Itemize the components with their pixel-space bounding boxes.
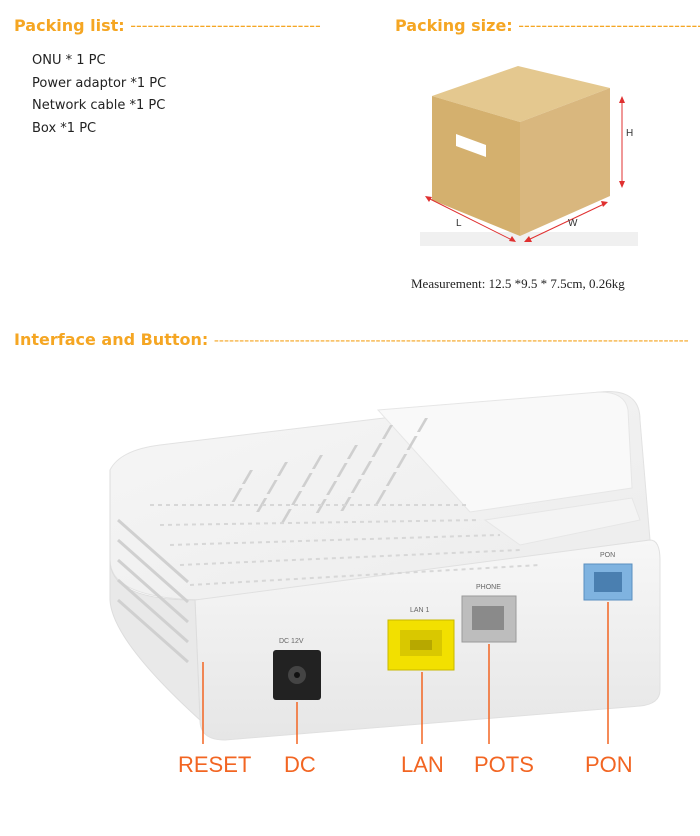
list-item: Box *1 PC (32, 120, 97, 136)
interface-heading: Interface and Button: ------------------… (14, 330, 689, 349)
label-leader-lines (202, 602, 609, 744)
lan-label: LAN (401, 752, 444, 777)
width-label: W (568, 218, 578, 229)
packing-list-title: Packing list: (14, 16, 125, 35)
device-left-side (109, 470, 201, 722)
lan-port-text: LAN 1 (410, 607, 430, 614)
phone-port-text: PHONE (476, 584, 501, 591)
dash-separator: --------------------------------- (518, 16, 700, 35)
dc-port-text: DC 12V (279, 638, 304, 645)
list-item: Power adaptor *1 PC (32, 75, 167, 91)
top-panel (376, 391, 633, 513)
packing-list-heading: Packing list: --------------------------… (14, 16, 321, 35)
top-vents (231, 418, 428, 523)
measurement-text: Measurement: 12.5 *9.5 * 7.5cm, 0.26kg (411, 276, 625, 291)
packing-size-heading: Packing size: --------------------------… (395, 16, 700, 35)
packing-size-title: Packing size: (395, 16, 513, 35)
list-item: Network cable *1 PC (32, 98, 166, 113)
pon-port-text: PON (600, 552, 616, 559)
reset-label: RESET (178, 752, 252, 777)
interface-title: Interface and Button: (14, 330, 209, 349)
length-label: L (456, 218, 462, 229)
list-item: ONU * 1 PC (32, 53, 106, 68)
pon-label: PON (585, 752, 633, 777)
side-vents (117, 518, 189, 664)
height-label: H (626, 128, 634, 139)
pots-label: POTS (474, 752, 534, 777)
top-vent-rows (150, 504, 541, 586)
dc-label: DC (284, 752, 316, 777)
dash-separator: --------------------------------- (130, 16, 321, 35)
dash-separator: ----------------------------------------… (213, 333, 689, 349)
packing-list: ONU * 1 PC Power adaptor *1 PC Network c… (32, 50, 166, 140)
